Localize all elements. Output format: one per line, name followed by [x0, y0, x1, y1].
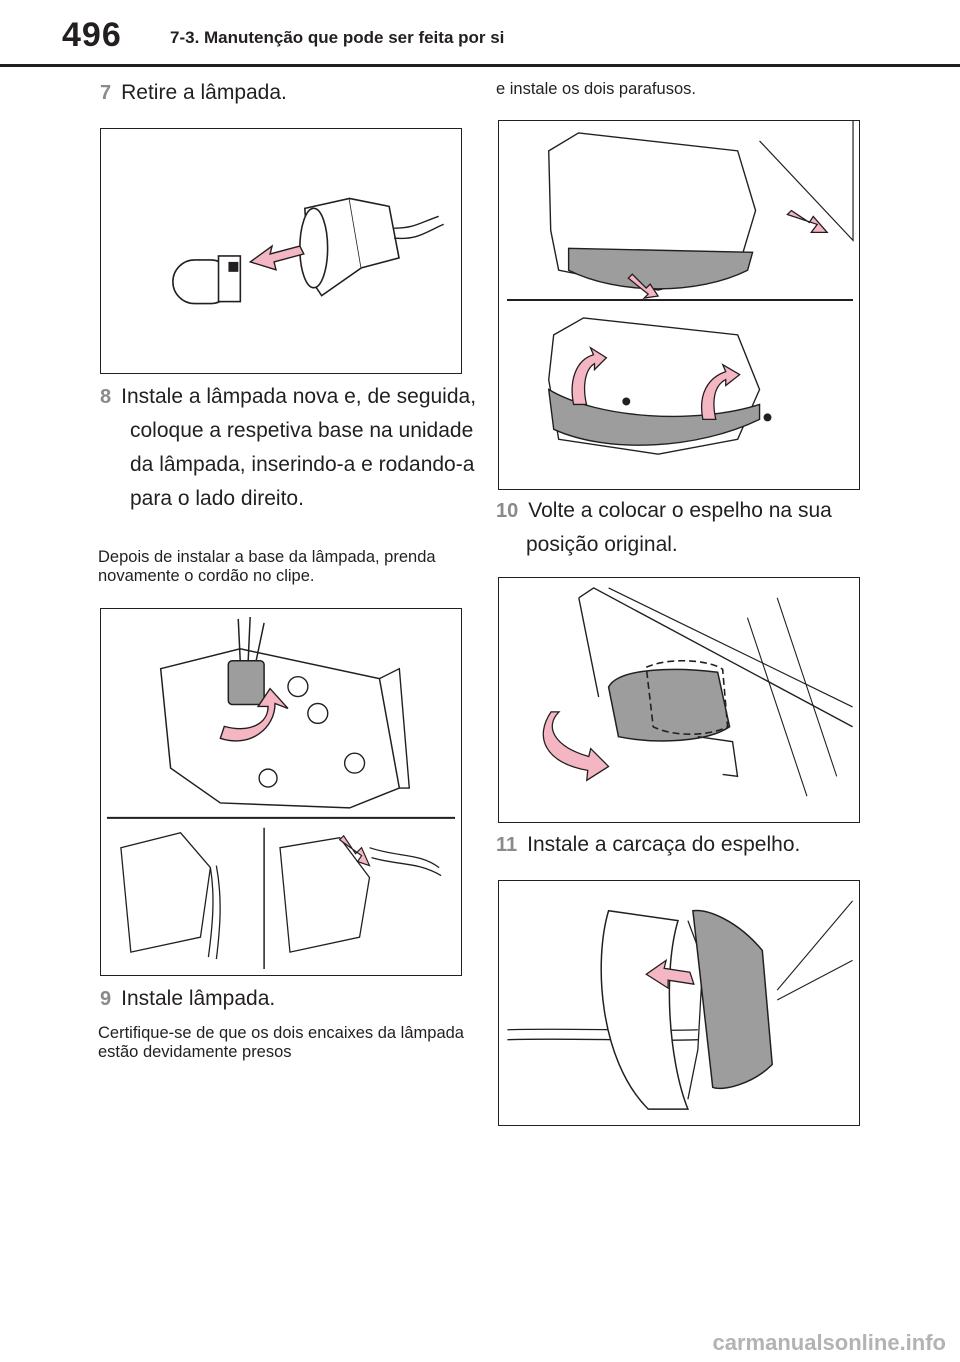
step-9: 9 Instale lâmpada.	[100, 982, 275, 1016]
step-text: Volte a colocar o espelho na sua posição…	[526, 499, 832, 556]
step-number: 7	[100, 82, 112, 104]
step-number: 9	[100, 988, 112, 1010]
figure-remove-bulb	[100, 128, 462, 374]
note-step-9-continued: e instale os dois parafusos.	[496, 80, 696, 98]
step-8: 8 Instale a lâmpada nova e, de seguida, c…	[100, 380, 490, 516]
bulb-removal-illustration	[172, 197, 444, 305]
step-number: 11	[496, 834, 518, 856]
page-number: 496	[62, 16, 122, 54]
step-text: Retire a lâmpada.	[121, 81, 287, 104]
note-step-8: Depois de instalar a base da lâmpada, pr…	[98, 548, 436, 585]
step-10: 10 Volte a colocar o espelho na sua posiç…	[496, 494, 892, 562]
header-rule	[0, 64, 960, 67]
step-text: Instale a carcaça do espelho.	[527, 833, 801, 856]
screws-install-illustration	[506, 121, 854, 455]
step-text: Instale a lâmpada nova e, de seguida, co…	[121, 385, 477, 510]
step-number: 10	[496, 500, 519, 522]
step-text: Instale lâmpada.	[121, 987, 276, 1010]
step-number: 8	[100, 386, 112, 408]
note-step-9: Certifique-se de que os dois encaixes da…	[98, 1024, 464, 1061]
figure-install-bulb-screws	[498, 120, 860, 490]
section-title: 7-3. Manutenção que pode ser feita por s…	[170, 28, 505, 47]
figure-mirror-position	[498, 577, 860, 823]
figure-install-housing	[498, 880, 860, 1126]
socket-install-illustration	[106, 616, 456, 970]
mirror-position-illustration	[542, 587, 853, 797]
figure-install-socket	[100, 608, 462, 976]
watermark: carmanualsonline.info	[712, 1330, 947, 1355]
step-11: 11 Instale a carcaça do espelho.	[496, 828, 800, 862]
housing-install-illustration	[507, 900, 853, 1110]
step-7: 7 Retire a lâmpada.	[100, 76, 287, 110]
